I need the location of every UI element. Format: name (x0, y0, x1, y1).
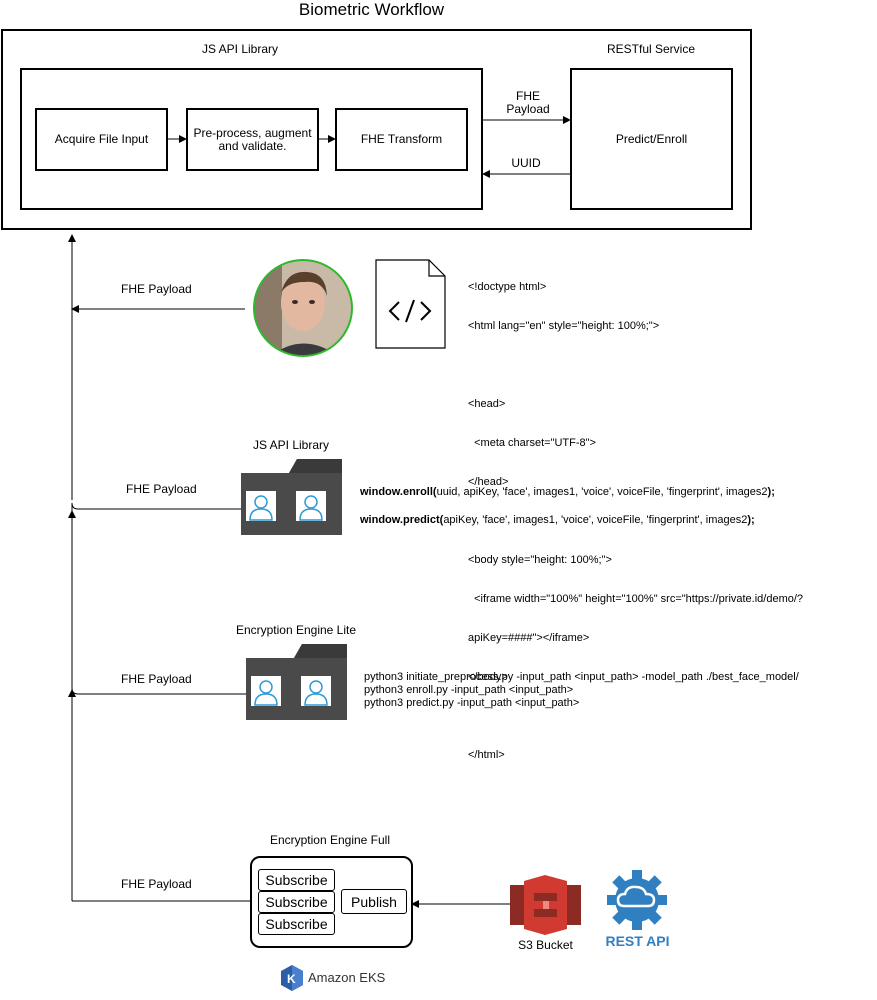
fhe-payload-arrow-label: FHE Payload (506, 89, 550, 116)
svg-text:K: K (287, 972, 296, 986)
subscribe-node-2: Subscribe (258, 891, 335, 913)
person-card-icon (301, 676, 331, 706)
amazon-eks-label: Amazon EKS (308, 970, 386, 985)
fhe-transform-node: FHE Transform (335, 108, 468, 171)
rest-api-logo: REST API (590, 860, 685, 958)
row2-payload-label: FHE Payload (126, 482, 197, 496)
predict-enroll-node: Predict/Enroll (570, 68, 733, 210)
acquire-file-input-node: Acquire File Input (35, 108, 168, 171)
rest-api-text: REST API (605, 933, 670, 949)
s3-bucket-label: S3 Bucket (518, 938, 573, 952)
row3-payload-label: FHE Payload (121, 672, 192, 686)
person-card-icon (246, 491, 276, 521)
encryption-engine-full-title: Encryption Engine Full (269, 833, 391, 847)
preprocess-node: Pre-process, augment and validate. (186, 108, 319, 171)
row4-payload-label: FHE Payload (121, 877, 192, 891)
diagram-title: Biometric Workflow (298, 0, 445, 19)
user-photo-avatar (253, 259, 353, 357)
amazon-eks-icon: K (281, 965, 303, 991)
enroll-call: window.enroll(uuid, apiKey, 'face', imag… (360, 486, 775, 498)
uuid-arrow-label: UUID (511, 156, 541, 170)
gear-cloud-icon (607, 870, 667, 930)
row2-connector (71, 502, 241, 511)
subscribe-node-1: Subscribe (258, 869, 335, 891)
subscribe-node-3: Subscribe (258, 913, 335, 935)
restful-service-label: RESTful Service (606, 42, 696, 56)
encryption-lite-folder-icon (246, 644, 347, 720)
predict-call: window.predict(apiKey, 'face', images1, … (360, 514, 755, 526)
row3-connector (71, 687, 246, 695)
publish-node: Publish (341, 889, 407, 914)
python-commands: python3 initiate_preprocess.py -input_pa… (364, 671, 799, 709)
s3-bucket-icon (510, 875, 581, 935)
person-card-icon (296, 491, 326, 521)
row1-payload-label: FHE Payload (121, 282, 192, 296)
html-embed-code: <!doctype html> <html lang="en" style="h… (468, 281, 804, 761)
encryption-engine-lite-title: Encryption Engine Lite (235, 623, 357, 637)
js-api-library-title: JS API Library (252, 438, 330, 452)
person-card-icon (251, 676, 281, 706)
js-api-folder-icon (241, 459, 342, 535)
html-file-icon (375, 259, 446, 349)
js-api-group-label: JS API Library (201, 42, 279, 56)
